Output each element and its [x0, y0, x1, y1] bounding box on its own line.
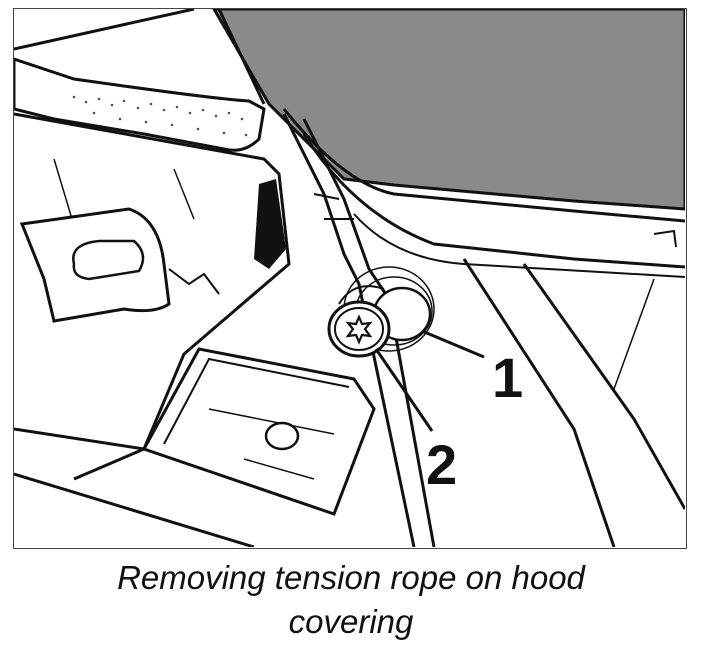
- hood-edge-lower: [282, 108, 685, 223]
- hood-edge-outer: [302, 133, 685, 269]
- caption-line-1: Removing tension rope on hood: [117, 559, 585, 596]
- upper-panel: [14, 57, 266, 152]
- technical-illustration: 1 2: [13, 8, 687, 549]
- leader-line-1: [421, 329, 485, 359]
- hole: [264, 421, 300, 451]
- clip-bracket: [19, 207, 171, 323]
- callout-2: 2: [426, 433, 457, 496]
- caption-line-2: covering: [288, 603, 414, 640]
- shadow-gap: [254, 179, 286, 269]
- callout-1: 1: [492, 346, 523, 409]
- leader-line-2: [374, 348, 434, 432]
- torx-screw: [327, 300, 391, 358]
- torx-head-icon: [345, 314, 373, 345]
- figure-caption: Removing tension rope on hood covering: [0, 556, 702, 644]
- lower-bracket: [141, 347, 376, 516]
